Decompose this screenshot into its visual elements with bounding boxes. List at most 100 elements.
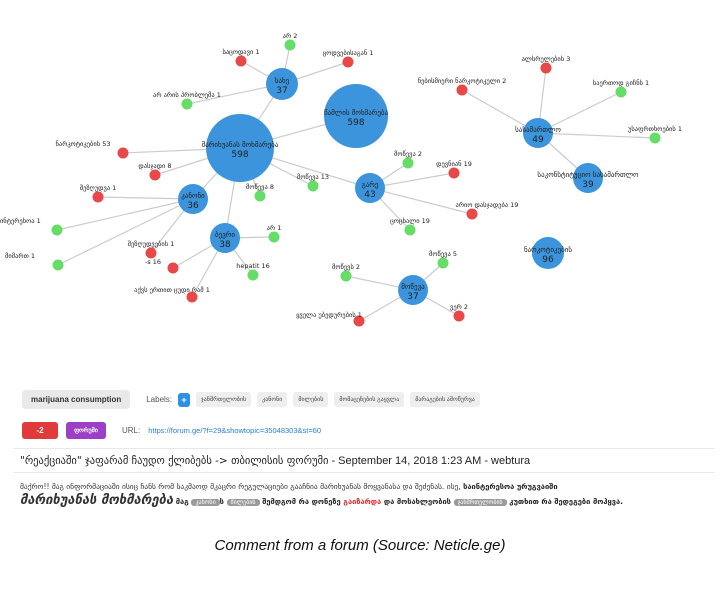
graph-edge	[56, 198, 194, 231]
negative-leaf-node[interactable]	[453, 310, 465, 322]
positive-leaf-node[interactable]	[181, 98, 193, 110]
graph-edge	[186, 83, 283, 105]
negative-leaf-node[interactable]	[149, 169, 161, 181]
negative-leaf-node[interactable]	[186, 291, 198, 303]
leaf-node-label: აქვს ერთით ცუდი რამ 1	[134, 285, 210, 294]
negative-leaf-node[interactable]	[117, 147, 129, 159]
negative-leaf-node[interactable]	[466, 208, 478, 220]
negative-leaf-node[interactable]	[342, 56, 354, 68]
hub-node-count: 43	[364, 190, 375, 200]
inline-label-chip[interactable]: ჯანმრთელობის	[453, 499, 507, 506]
figure-caption: Comment from a forum (Source: Neticle.ge…	[214, 537, 506, 554]
label-chip[interactable]: მარაგების ამოწურვა	[410, 392, 480, 407]
leaf-node-label: ცოცხალი 19	[390, 217, 430, 225]
source-url-link[interactable]: https://forum.ge/?f=29&showtopic=3504830…	[148, 426, 322, 435]
hub-node-count: 36	[187, 201, 199, 211]
positive-leaf-node[interactable]	[254, 190, 266, 202]
hub-node-label: კანონი	[181, 192, 205, 200]
leaf-node-label: არ არის პრობლემა 1	[153, 90, 221, 99]
body-bold-text: კუთხით რა შედეგები მოჰყვა.	[506, 497, 623, 506]
positive-leaf-node[interactable]	[52, 259, 64, 271]
positive-leaf-node[interactable]	[615, 86, 627, 98]
url-caption: URL:	[122, 426, 141, 435]
negative-leaf-node[interactable]	[353, 315, 365, 327]
positive-leaf-node[interactable]	[402, 157, 414, 169]
negative-keyword: გაიზარდა	[343, 497, 382, 506]
hub-node-count: 39	[582, 180, 594, 190]
label-chip[interactable]: მილების	[293, 392, 329, 407]
positive-leaf-node[interactable]	[268, 231, 280, 243]
negative-leaf-node[interactable]	[145, 247, 157, 259]
hub-node-count: 49	[532, 135, 544, 145]
label-chip[interactable]: კანონი	[257, 392, 288, 407]
positive-leaf-node[interactable]	[437, 257, 449, 269]
source-type-button[interactable]: ფორუმი	[66, 422, 106, 439]
leaf-node-label: ყველა უბედურების 1	[296, 310, 362, 319]
hub-node[interactable]	[398, 275, 428, 305]
hub-node[interactable]	[266, 68, 298, 100]
negative-leaf-node[interactable]	[235, 55, 247, 67]
hub-node-label: მოწევა	[401, 283, 425, 291]
hub-node-count: 598	[347, 118, 364, 128]
hub-node[interactable]	[210, 223, 240, 253]
body-text: ს	[219, 497, 227, 506]
negative-leaf-node[interactable]	[456, 84, 468, 96]
body-text: მაქრო!! მაგ ინფორმაციაში ისიც ჩანს რომ ს…	[20, 482, 464, 491]
hub-node[interactable]	[355, 173, 385, 203]
negative-leaf-node[interactable]	[92, 191, 104, 203]
post-title: "რეაქციაში" ჯაფარამ ჩაუდო ქლიბებს -> თბი…	[20, 455, 530, 467]
positive-leaf-node[interactable]	[51, 224, 63, 236]
leaf-node-label: ნებისმიერი ნარკოტიკული 2	[418, 76, 507, 85]
label-toolbar: marijuana consumption Labels: + ჯანმრთელ…	[22, 390, 480, 409]
leaf-node-label: შეზღუდვა 1	[80, 184, 117, 192]
post-title-text[interactable]: "რეაქციაში" ჯაფარამ ჩაუდო ქლიბებს -> თბი…	[20, 455, 329, 467]
divider	[14, 448, 714, 449]
hub-node[interactable]	[178, 184, 208, 214]
body-bold-text: შემდგომ რა დონეზე	[259, 497, 344, 506]
leaf-node-label: საინტერესოა 1	[0, 216, 41, 225]
positive-leaf-node[interactable]	[649, 132, 661, 144]
hub-node-count: 37	[276, 86, 287, 96]
positive-leaf-node[interactable]	[307, 180, 319, 192]
leaf-node-label: -s 16	[145, 258, 161, 266]
inline-label-chip[interactable]: კანონი	[191, 499, 220, 506]
topic-chip[interactable]: marijuana consumption	[22, 390, 131, 409]
leaf-node-label: მოწევს 2	[332, 263, 360, 271]
sentiment-score-button[interactable]: -2	[22, 422, 58, 439]
hub-node-label: საკონსტიტუციო სასამართლო	[537, 170, 639, 179]
label-chip[interactable]: მომაცენების გაყვლა	[334, 392, 405, 407]
leaf-node-label: უსაფრთხოების 1	[628, 124, 682, 133]
hub-node[interactable]	[573, 163, 603, 193]
add-label-button[interactable]: +	[178, 392, 191, 407]
action-row: -2 ფორუმი URL: https://forum.ge/?f=29&sh…	[22, 422, 321, 439]
leaf-node-label: დევნიან 19	[436, 160, 472, 168]
hub-node-label: სასამართლო	[515, 125, 561, 134]
post-body: მაქრო!! მაგ ინფორმაციაში ისიც ჩანს რომ ს…	[20, 480, 710, 510]
leaf-node-label: არ 2	[283, 31, 298, 40]
hub-node[interactable]	[324, 84, 388, 148]
negative-leaf-node[interactable]	[540, 62, 552, 74]
hub-node-count: 38	[219, 240, 231, 250]
hub-node-count: 598	[231, 150, 248, 160]
positive-leaf-node[interactable]	[284, 39, 296, 51]
leaf-node-label: მოწევა 2	[394, 150, 422, 158]
leaf-node-label: ნარკოტიკების 53	[56, 139, 111, 148]
positive-leaf-node[interactable]	[340, 270, 352, 282]
leaf-node-label: არიო დასჯადება 19	[456, 200, 519, 209]
positive-leaf-node[interactable]	[404, 224, 416, 236]
leaf-node-label: ვერ 2	[450, 302, 468, 311]
body-bold-text: და მოსახლეობის	[381, 497, 454, 506]
hub-node[interactable]	[532, 237, 564, 269]
hub-node[interactable]	[523, 118, 553, 148]
graph-edge	[97, 196, 194, 200]
leaf-node-label: საერთოდ გიჩნს 1	[593, 78, 649, 87]
negative-leaf-node[interactable]	[167, 262, 179, 274]
inline-label-chip[interactable]: მილების	[226, 499, 260, 506]
hub-node[interactable]	[206, 114, 274, 182]
positive-leaf-node[interactable]	[247, 269, 259, 281]
hub-node-label: წამლის მოხმარება	[324, 108, 389, 117]
label-chip[interactable]: ჯანმრთელობის	[196, 392, 252, 407]
leaf-node-label: საცოდავი 1	[222, 48, 259, 56]
negative-leaf-node[interactable]	[448, 167, 460, 179]
